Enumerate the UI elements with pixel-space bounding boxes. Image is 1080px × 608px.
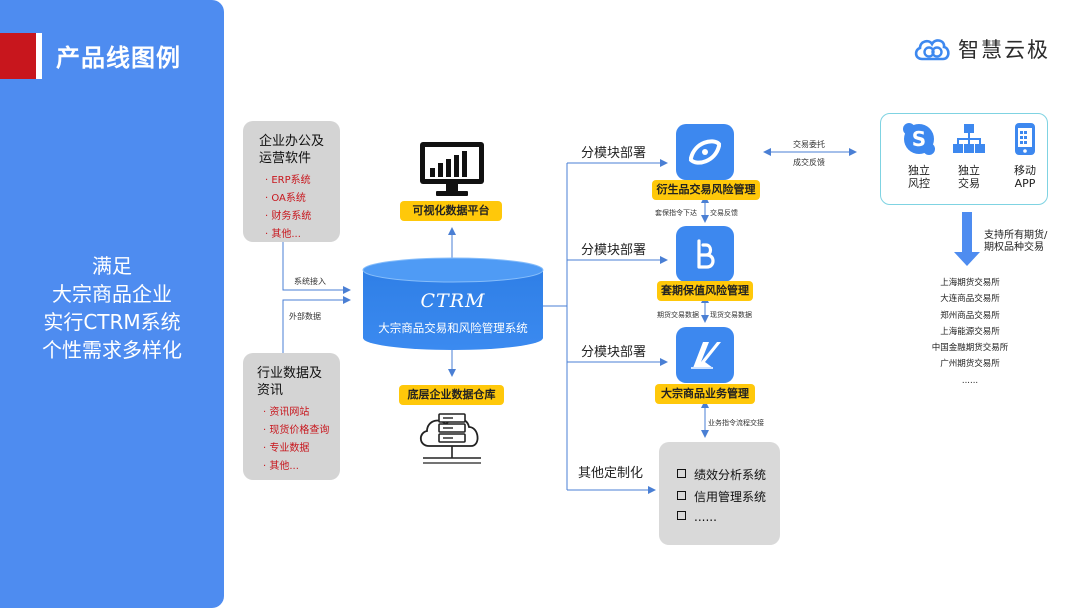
ctrm-database-cylinder [362, 257, 544, 350]
list-item: ERP系统 [259, 172, 340, 190]
box-title: 运营软件 [259, 151, 312, 166]
box-title: 行业数据及 [257, 366, 323, 381]
terminal-label: 交易 [958, 177, 980, 190]
deploy-label: 分模块部署 [581, 345, 647, 360]
slogan-line: 大宗商品企业 [52, 282, 172, 306]
slogan-line: 个性需求多样化 [42, 338, 182, 362]
enterprise-software-box: 企业办公及 运营软件 ERP系统 OA系统 财务系统 其他... [243, 121, 340, 242]
box-title: 企业办公及 [259, 134, 325, 149]
slogan-line: 满足 [92, 254, 132, 278]
commodity-module-icon [676, 327, 734, 383]
business-flow-label: 业务指令流程交接 [708, 419, 764, 427]
terminal-label: 风控 [908, 177, 930, 190]
k-logo-icon [691, 342, 721, 369]
ctrm-subtitle: 大宗商品交易和风险管理系统 [378, 321, 528, 335]
left-panel [0, 0, 224, 608]
industry-data-list: 资讯网站 现货价格查询 专业数据 其他... [257, 404, 340, 476]
custom-label: 其他定制化 [578, 466, 644, 481]
trade-order-label: 交易委托 [793, 140, 825, 149]
terminal-label: APP [1014, 177, 1036, 190]
terminal-independent-risk: S 独立 风控 [899, 122, 939, 190]
support-note: 支持所有期货/ 期权品种交易 [984, 230, 1047, 254]
terminal-label: 移动 [1014, 164, 1036, 177]
hedge-order-label: 套保指令下达 [655, 209, 697, 217]
brand-logo: 智慧云极 [912, 34, 1050, 64]
terminal-mobile-app: 移动 APP [1005, 122, 1045, 190]
list-item: 资讯网站 [257, 404, 340, 422]
support-line: 支持所有期货/ [984, 230, 1048, 241]
deploy-label: 分模块部署 [581, 243, 647, 258]
terminal-label: 独立 [908, 164, 930, 177]
hedging-module-icon [676, 226, 734, 282]
brand-name: 智慧云极 [958, 38, 1050, 62]
execution-feedback-label: 成交反馈 [793, 158, 825, 167]
system-access-label: 系统接入 [294, 277, 326, 286]
custom-features-box: 绩效分析系统 信用管理系统 ...... [659, 442, 780, 545]
skype-icon: S [903, 123, 935, 155]
slogan-line: 实行CTRM系统 [43, 310, 181, 334]
list-item: 现货价格查询 [257, 422, 340, 440]
data-warehouse-tag: 底层企业数据仓库 [399, 385, 504, 405]
exchange-item: ...... [961, 375, 979, 386]
terminal-label: 独立 [958, 164, 980, 177]
industry-data-box: 行业数据及 资讯 资讯网站 现货价格查询 专业数据 其他... [243, 353, 340, 480]
cloud-server-icon [419, 413, 481, 464]
custom-item: ...... [677, 510, 717, 524]
trading-terminals-panel: S 独立 风控 独立 交易 [880, 113, 1048, 205]
exchange-item: 大连商品交易所 [940, 294, 1000, 305]
spot-data-label: 现货交易数据 [710, 311, 752, 319]
exchange-item: 中国金融期货交易所 [931, 343, 1009, 354]
svg-text:S: S [912, 127, 926, 151]
ctrm-logo-text: CTRM [420, 290, 486, 312]
swirl-logo-icon [689, 139, 721, 165]
exchange-item: 上海能源交易所 [940, 326, 1000, 337]
list-item: OA系统 [259, 190, 340, 208]
custom-item: 信用管理系统 [677, 488, 766, 505]
derivatives-module-tag: 衍生品交易风险管理 [652, 180, 760, 200]
cloud-logo-icon [914, 39, 950, 61]
external-data-label: 外部数据 [289, 312, 321, 321]
hedging-module-tag: 套期保值风险管理 [657, 281, 753, 301]
derivatives-module-icon [676, 124, 734, 180]
title-accent-bar [36, 33, 42, 79]
list-item: 财务系统 [259, 208, 340, 226]
futures-data-label: 期货交易数据 [657, 311, 699, 319]
list-item: 其他... [259, 226, 340, 244]
exchange-list: 上海期货交易所 大连商品交易所 郑州商品交易所 上海能源交易所 中国金融期货交易… [900, 275, 1040, 389]
exchange-item: 广州期货交易所 [940, 359, 1000, 370]
left-slogan: 满足 大宗商品企业 实行CTRM系统 个性需求多样化 [0, 252, 224, 364]
visualization-platform-tag: 可视化数据平台 [400, 201, 502, 221]
deploy-label: 分模块部署 [581, 146, 647, 161]
b-logo-icon [697, 239, 715, 269]
support-line: 期权品种交易 [984, 242, 1044, 253]
exchange-item: 上海期货交易所 [940, 278, 1000, 288]
org-chart-icon [953, 124, 985, 153]
exchange-item: 郑州商品交易所 [940, 310, 1000, 321]
box-title: 资讯 [257, 383, 284, 398]
page-title: 产品线图例 [56, 44, 181, 72]
list-item: 专业数据 [257, 440, 340, 458]
terminal-independent-trading: 独立 交易 [949, 122, 989, 190]
mobile-phone-icon [1015, 123, 1035, 155]
commodity-module-tag: 大宗商品业务管理 [655, 384, 755, 404]
list-item: 其他... [257, 458, 340, 476]
monitor-chart-icon [420, 142, 484, 196]
custom-item: 绩效分析系统 [677, 466, 766, 483]
enterprise-software-list: ERP系统 OA系统 财务系统 其他... [259, 172, 340, 244]
trade-feedback-label: 交易反馈 [710, 209, 738, 217]
title-accent-tab [0, 33, 36, 79]
